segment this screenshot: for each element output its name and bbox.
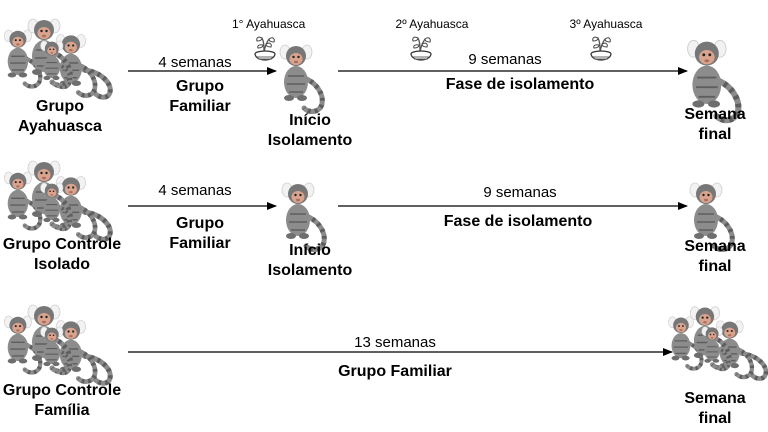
marmoset-icon — [280, 45, 322, 111]
dose-label-2: 2º Ayahuasca — [395, 17, 469, 31]
dose-label-3: 3º Ayahuasca — [569, 17, 643, 31]
ayahuasca-plant-bowl-icon — [254, 36, 276, 61]
phase-label: Grupo Familiar — [169, 215, 231, 252]
group-label: Grupo Controle Isolado — [2, 236, 122, 273]
phase-label: Fase de isolamento — [445, 76, 595, 93]
group-label: Grupo Ayahuasca — [18, 98, 102, 135]
duration-label: 13 semanas — [354, 334, 436, 351]
marmoset-family-icon — [4, 161, 110, 239]
marmoset-family-icon — [4, 19, 110, 97]
group-label: Grupo Controle Família — [2, 382, 122, 419]
ayahuasca-plant-bowl-icon — [410, 36, 432, 61]
marmoset-family-icon — [668, 307, 765, 379]
marmoset-icon — [282, 183, 324, 249]
duration-label: 9 semanas — [483, 184, 557, 201]
milestone-label: Início Isolamento — [267, 242, 353, 279]
phase-label: Grupo Familiar — [338, 363, 452, 380]
marmoset-family-icon — [4, 305, 110, 383]
end-label: Semana final — [684, 106, 746, 143]
dose-label-1: 1° Ayahuasca — [232, 17, 306, 31]
phase-label: Grupo Familiar — [169, 78, 231, 115]
phase-label: Fase de isolamento — [443, 213, 593, 230]
duration-label: 9 semanas — [468, 51, 542, 68]
duration-label: 4 semanas — [158, 54, 232, 71]
duration-label: 4 semanas — [158, 182, 232, 199]
end-label: Semana final — [684, 238, 746, 275]
milestone-label: Início Isolamento — [267, 112, 353, 149]
ayahuasca-plant-bowl-icon — [590, 36, 612, 61]
end-label: Semana final — [684, 390, 746, 427]
